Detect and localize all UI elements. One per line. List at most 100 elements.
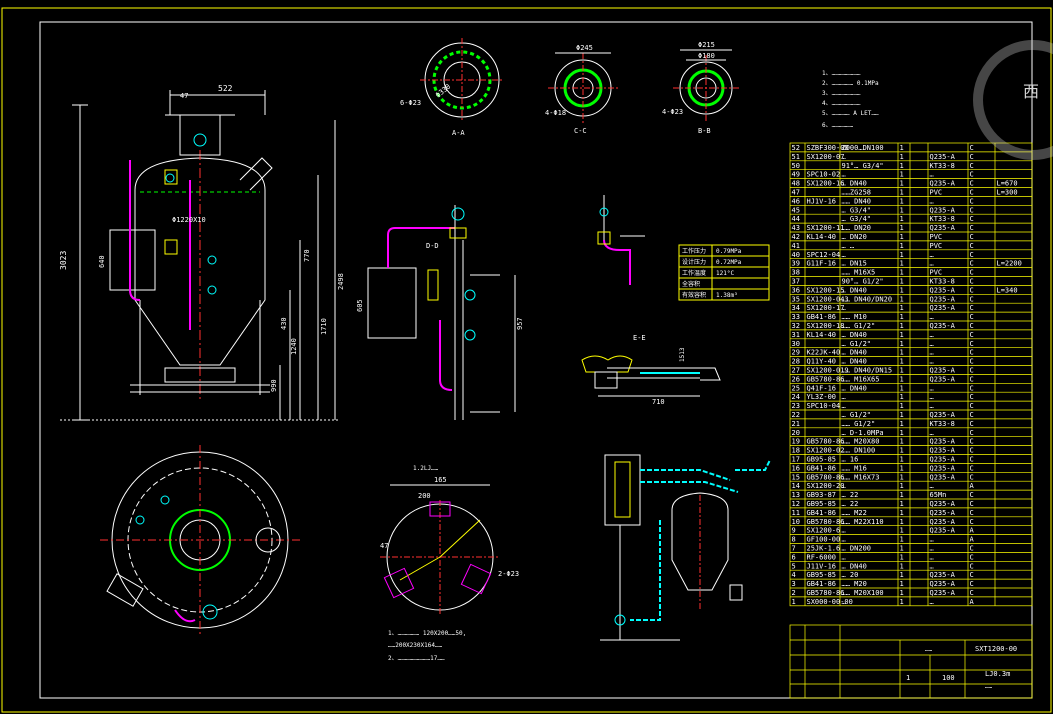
design-row-4-label: 全容积: [682, 280, 700, 288]
design-row-5-label: 有效容积: [682, 291, 706, 299]
bom-cell: … G1/2": [842, 340, 872, 348]
bom-cell: …: [842, 482, 846, 490]
tech-note-2: 2、……………… 0.1MPa: [822, 80, 879, 87]
bom-cell: 15: [792, 473, 800, 481]
bom-cell: C: [970, 295, 974, 303]
bom-cell: … D-1.0MPa: [842, 429, 884, 437]
bom-cell: … DN40: [842, 331, 867, 339]
bom-cell: 44: [792, 215, 800, 223]
bom-cell: 1: [900, 331, 904, 339]
bom-cell: C: [970, 358, 974, 366]
bom-cell: GB95-85: [807, 456, 837, 464]
bom-cell: …… M22: [842, 509, 867, 517]
title-block: [789, 624, 1033, 699]
section-label-c-c: C-C: [574, 127, 587, 135]
bom-cell: Z000…DN100: [842, 144, 884, 152]
bom-cell: 28: [792, 358, 800, 366]
bom-cell: …: [842, 527, 846, 535]
bom-cell: … DN20: [842, 233, 867, 241]
bom-cell: KT33-8: [930, 420, 955, 428]
bom-cell: C: [970, 242, 974, 250]
bom-cell: SX1200-07: [807, 153, 845, 161]
weight: 100: [942, 674, 955, 682]
bom-cell: … DN40: [842, 358, 867, 366]
bom-cell: 1: [900, 527, 904, 535]
bom-cell: PVC: [930, 233, 943, 241]
bom-cell: … G3/4": [842, 206, 872, 214]
bom-cell: GB5780-86: [807, 589, 845, 597]
bom-cell: 2: [792, 589, 796, 597]
tech-note-6: 6、………………: [822, 122, 854, 129]
tech-note-4: 4、……………………: [822, 100, 861, 107]
bom-cell: 1: [900, 260, 904, 268]
bom-cell: 1: [900, 473, 904, 481]
bom-cell: … DN40: [842, 180, 867, 188]
section-label-d-d: D-D: [426, 242, 439, 250]
bom-cell: C: [970, 180, 974, 188]
bom-cell: 31: [792, 331, 800, 339]
bom-cell: 25JK-1.6: [807, 545, 841, 553]
bom-cell: Q235-A: [930, 295, 956, 303]
sheet-text: ……: [925, 646, 933, 653]
bom-cell: 1: [900, 545, 904, 553]
bom-cell: 49: [792, 171, 800, 179]
bom-cell: …… DN40/DN20: [842, 295, 893, 303]
bom-cell: …: [930, 598, 934, 606]
bom-cell: 1: [792, 598, 796, 606]
drawing-name: LJ0.3m: [985, 670, 1010, 678]
bom-cell: 1: [900, 580, 904, 588]
bom-cell: …… M16X5: [842, 269, 876, 277]
bom-cell: 8: [792, 536, 796, 544]
bom-cell: 1: [900, 589, 904, 597]
bom-cell: …… G1/2": [842, 420, 876, 428]
bom-cell: 13: [792, 491, 800, 499]
bom-cell: …: [930, 402, 934, 410]
bom-cell: SX1200-18: [807, 322, 845, 330]
bom-cell: K22JK-40: [807, 349, 841, 357]
bom-cell: SZBF300-00: [807, 144, 849, 152]
bom-cell: C: [970, 411, 974, 419]
section-e-e-view: [581, 355, 721, 397]
bom-cell: PVC: [930, 269, 943, 277]
bom-cell: C: [970, 420, 974, 428]
nozzle-orientation-view: [380, 484, 500, 615]
bom-cell: GB5780-86: [807, 375, 845, 383]
bom-cell: 21: [792, 420, 800, 428]
bom-cell: …: [930, 331, 934, 339]
bom-cell: 1: [900, 286, 904, 294]
bom-cell: PVC: [930, 242, 943, 250]
design-row-2-label: 设计压力: [682, 258, 706, 266]
bom-cell: GB95-85: [807, 500, 837, 508]
bom-cell: C: [970, 304, 974, 312]
bom-cell: L=340: [997, 286, 1018, 294]
bom-cell: GB41-86: [807, 313, 837, 321]
bom-cell: Q235-A: [930, 367, 956, 375]
bom-cell: C: [970, 580, 974, 588]
design-row-1-label: 工作压力: [682, 247, 706, 255]
bom-cell: C: [970, 197, 974, 205]
bom-cell: … DN40: [842, 349, 867, 357]
bom-cell: C: [970, 429, 974, 437]
bom-cell: 17: [792, 456, 800, 464]
bom-cell: 1: [900, 322, 904, 330]
bom-cell: 1: [900, 411, 904, 419]
bom-cell: 1: [900, 144, 904, 152]
bom-cell: SX1200-043: [807, 295, 849, 303]
bom-cell: 1: [900, 482, 904, 490]
bom-cell: C: [970, 215, 974, 223]
bom-cell: …: [842, 598, 846, 606]
bom-cell: …: [930, 429, 934, 437]
dim-pipe-710: 710: [652, 398, 665, 406]
bom-cell: 47: [792, 189, 800, 197]
design-row-2-value: 0.72MPa: [716, 259, 742, 266]
bom-cell: L=2200: [997, 260, 1022, 268]
bom-cell: 51: [792, 153, 800, 161]
design-row-3-label: 工作温度: [682, 269, 706, 277]
dim-cc-top: Φ245: [576, 44, 593, 52]
bom-cell: …… M22X110: [842, 518, 884, 526]
bom-cell: 1: [900, 438, 904, 446]
bom-cell: …: [842, 402, 846, 410]
tech-note-3: 3、……………………: [822, 90, 861, 97]
